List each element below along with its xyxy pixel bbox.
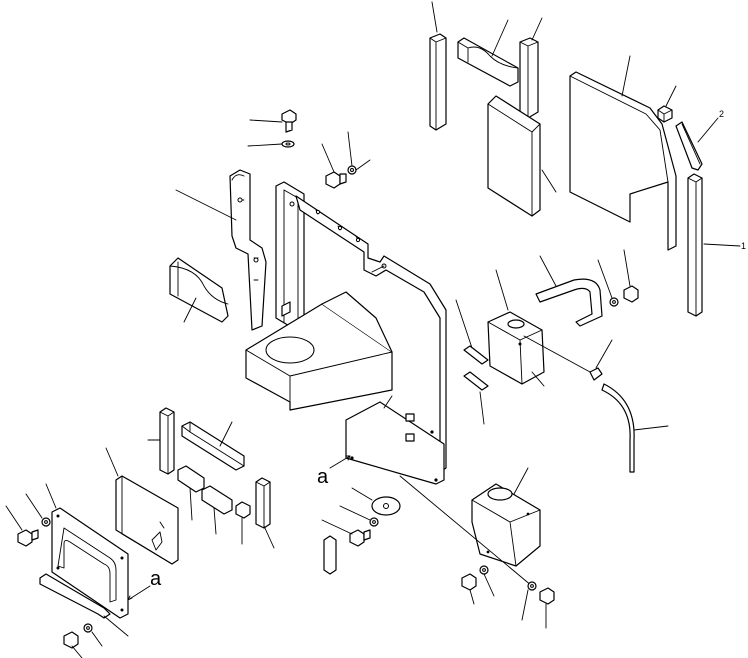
leader-line <box>383 395 393 409</box>
leader-line <box>339 505 371 521</box>
small-foam-piece <box>657 105 673 123</box>
mounting-bolt-top <box>281 109 297 133</box>
drain-hose <box>601 383 635 473</box>
disc-washer-large <box>371 496 401 516</box>
small-bracket-strip-1 <box>463 345 489 365</box>
leader-line <box>539 255 557 287</box>
reservoir-tank-upper <box>487 311 545 385</box>
foam-bar-vertical-1 <box>159 407 175 475</box>
foam-bar-diagonal <box>181 421 245 471</box>
leader-line <box>621 55 631 97</box>
leader-line <box>479 391 485 425</box>
leader-line <box>213 507 217 535</box>
leader-line <box>491 19 509 57</box>
leader-line <box>597 259 613 299</box>
leader-line <box>531 17 543 41</box>
callout-a-bottom: a <box>150 568 162 590</box>
bolt-lower-middle <box>349 517 379 547</box>
bolt-washer-bottom <box>63 623 93 649</box>
leader-line <box>351 487 373 501</box>
connection-line <box>523 335 591 373</box>
clip-fitting <box>589 367 603 381</box>
insulation-panel-large <box>569 71 677 251</box>
leader-line <box>103 615 129 637</box>
leader-line <box>183 297 197 323</box>
foam-cube-tiny <box>235 501 251 519</box>
leader-line <box>321 519 353 535</box>
leader-line <box>347 131 353 167</box>
u-bracket-strap <box>535 278 603 327</box>
foam-strip-angled <box>675 121 703 171</box>
stiffener-bar-bottom <box>39 573 111 619</box>
arrow-a-bottom <box>127 585 151 601</box>
bolt-with-washer-upper <box>325 165 357 189</box>
leader-line <box>521 589 529 621</box>
foam-pad-tall-right <box>519 37 539 119</box>
leader-line <box>697 117 719 143</box>
reservoir-tank-lower <box>471 483 541 567</box>
side-bracket-left <box>229 169 267 331</box>
leader-line <box>249 119 283 123</box>
foam-pad-thick-block <box>487 95 541 217</box>
leader-line <box>633 425 669 431</box>
leader-line <box>263 525 275 549</box>
washer-top <box>281 140 295 148</box>
foam-strip-long <box>687 173 703 317</box>
leader-line <box>431 1 438 33</box>
leader-line <box>321 143 335 173</box>
leader-line <box>91 631 103 647</box>
leader-line <box>219 421 233 447</box>
leader-line <box>5 505 23 531</box>
ref-mark-1: 1 <box>741 241 746 251</box>
leader-line <box>495 269 509 311</box>
leader-line <box>541 169 557 193</box>
leader-line <box>105 447 119 477</box>
foam-block-small-1 <box>177 465 205 493</box>
leader-line <box>483 573 495 597</box>
arrow-a-left <box>329 455 351 469</box>
small-bracket-strip-2 <box>463 371 489 391</box>
leader-line <box>247 143 283 147</box>
leader-line <box>71 645 83 658</box>
cover-frame-plate <box>51 507 129 619</box>
leader-line <box>175 189 237 221</box>
leader-line <box>469 589 475 605</box>
leader-line <box>455 299 473 349</box>
bolt-washer-left <box>17 517 51 547</box>
leader-line <box>623 249 631 287</box>
cover-plate-middle <box>345 401 445 485</box>
leader-line <box>595 339 613 369</box>
duct-housing <box>245 291 393 411</box>
foam-block-left <box>169 257 229 323</box>
foam-block-rear <box>115 475 179 565</box>
leader-line <box>665 85 677 107</box>
bolt-washer-right <box>609 285 639 307</box>
bolt-washer-lower-right <box>527 581 555 605</box>
bolt-washer-lower-left <box>461 565 489 591</box>
foam-block-small-2 <box>201 485 233 515</box>
leader-line <box>703 243 741 247</box>
callout-a-left: a <box>317 466 329 488</box>
foam-bar-vertical-2 <box>255 477 271 529</box>
foam-pad-wavy <box>457 37 519 87</box>
leader-line <box>189 487 193 521</box>
leader-line <box>531 371 545 387</box>
leader-line <box>513 467 529 495</box>
foam-pad-tall-left <box>429 33 447 131</box>
spacer-small-lower <box>323 535 337 575</box>
connection-line <box>399 475 533 587</box>
leader-line <box>45 483 57 509</box>
ref-mark-2: 2 <box>719 109 724 119</box>
leader-line <box>25 493 43 519</box>
leader-line <box>355 159 371 171</box>
